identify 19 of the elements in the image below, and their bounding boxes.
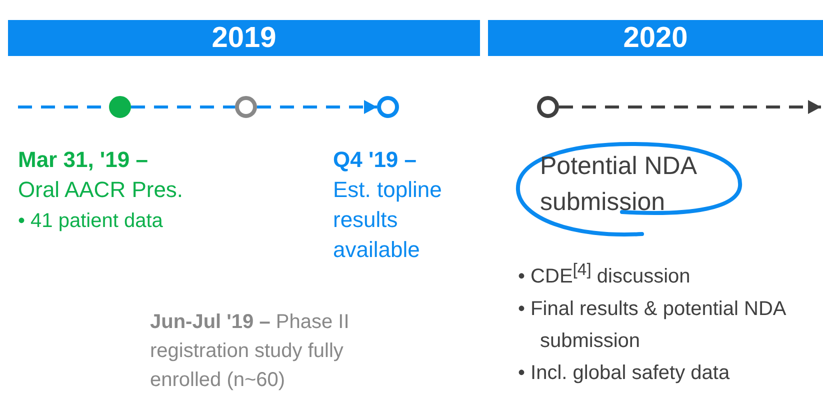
bullet-item: • Incl. global safety data	[518, 360, 731, 386]
milestone-date: Q4 '19 –	[333, 146, 418, 174]
milestone-marker	[377, 96, 399, 118]
milestone-marker	[109, 96, 131, 118]
year-banner: 2019	[8, 20, 480, 56]
milestone-marker	[537, 96, 559, 118]
arrow	[257, 100, 377, 114]
connector-line	[131, 106, 235, 108]
milestone-note: Jun-Jul '19 – Phase II registration study fully enrolled (n~60)	[150, 310, 350, 393]
milestone-marker	[235, 96, 257, 118]
heading: Potential NDA submission	[540, 151, 698, 218]
bullet-item: • CDE$^{[4]}$ discussion	[518, 259, 692, 290]
milestone-date: Mar 31, '19 –	[18, 146, 149, 174]
arrow	[559, 100, 821, 114]
milestone-note: Est. topline results available	[333, 176, 443, 264]
bullet-item: • 41 patient data	[18, 209, 164, 234]
bullet-item: • Final results & potential NDA submission	[518, 296, 787, 354]
year-banner: 2020	[488, 20, 823, 56]
milestone-note: Oral AACR Pres.	[18, 176, 184, 204]
